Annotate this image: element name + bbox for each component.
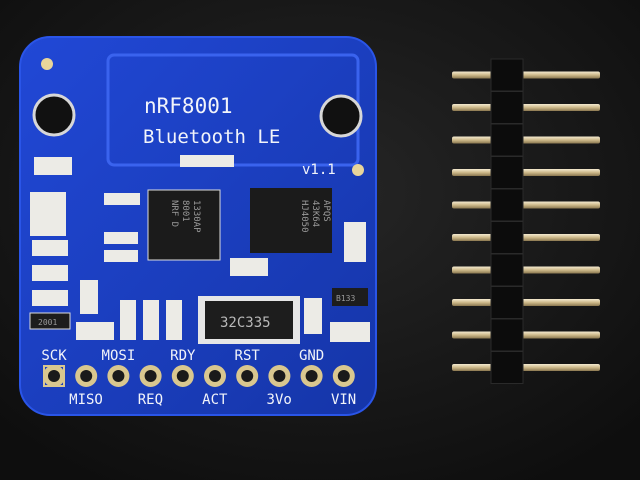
secondary-chip: HJ4050 43K64 APQS (250, 188, 332, 253)
pin-row (43, 365, 355, 387)
pin-label: RST (235, 348, 261, 364)
mounting-hole (32, 93, 76, 137)
header-pin (452, 169, 600, 176)
pin-label: RDY (170, 348, 196, 364)
header-plastic-segment (490, 156, 524, 189)
header-plastic-segment (490, 91, 524, 124)
pin-hole (241, 370, 254, 382)
header-plastic-segment (490, 123, 524, 157)
pin-hole (80, 370, 93, 382)
pin-label: MISO (69, 392, 103, 408)
pin-header-strip (452, 58, 600, 384)
header-plastic-segment (490, 58, 524, 92)
header-pin (452, 104, 600, 111)
pin-labels-top: SCK MOSI RDY RST GND (41, 348, 324, 364)
chip-marking: 8001 (180, 200, 190, 222)
chip-marking: APQS (321, 200, 331, 222)
header-pin (452, 201, 600, 209)
crystal: 32C335 (198, 296, 300, 344)
header-plastic-segment (490, 318, 524, 352)
pin-hole (209, 370, 221, 382)
pin-hole (305, 370, 318, 382)
pin-hole (337, 370, 350, 382)
header-plastic-segment (490, 351, 524, 384)
regulator: B133 (332, 288, 368, 306)
nrf8001-chip: NRF D 8001 1330AP (147, 189, 221, 261)
board-version: v1.1 (302, 162, 336, 178)
via-pad (352, 164, 364, 176)
pin-hole (144, 370, 157, 382)
header-pin (452, 234, 600, 241)
pin-label: REQ (138, 392, 163, 408)
pin-label: MOSI (102, 348, 136, 364)
resistor: 2001 (29, 312, 71, 330)
header-pin (452, 266, 600, 274)
chip-marking: 43K64 (310, 200, 320, 227)
board-subtitle: Bluetooth LE (143, 126, 280, 148)
pin-labels-bottom: MISO REQ ACT 3Vo VIN (69, 392, 356, 408)
pin-label: GND (299, 348, 324, 364)
header-pin (452, 364, 600, 371)
pin-hole (176, 370, 189, 382)
pin-hole (112, 370, 125, 382)
pin-hole (273, 370, 286, 382)
pin-label: SCK (41, 348, 67, 364)
board-title: nRF8001 (144, 94, 233, 118)
resistor-marking: 2001 (38, 318, 57, 327)
header-plastic-segment (490, 253, 524, 287)
chip-marking: 1330AP (191, 200, 201, 233)
mounting-hole (319, 94, 363, 138)
pin-hole (48, 370, 60, 382)
crystal-marking: 32C335 (220, 315, 271, 331)
header-pin (452, 136, 600, 144)
header-pin (452, 299, 600, 306)
header-pin (452, 331, 600, 339)
pin-label: VIN (331, 392, 356, 408)
chip-marking: HJ4050 (299, 200, 309, 233)
via-pad (41, 58, 53, 70)
passive-components (30, 155, 370, 342)
breakout-board: nRF8001 Bluetooth LE v1.1 NRF D 8001 133… (19, 36, 377, 416)
header-plastic-segment (490, 286, 524, 319)
chip-marking: NRF D (169, 200, 179, 227)
pin1-marker (43, 365, 65, 387)
header-plastic-segment (490, 221, 524, 254)
header-pin (452, 71, 600, 79)
regulator-marking: B133 (336, 294, 355, 303)
header-plastic-segment (490, 188, 524, 222)
pin-label: ACT (202, 392, 228, 408)
pin-label: 3Vo (267, 392, 292, 408)
